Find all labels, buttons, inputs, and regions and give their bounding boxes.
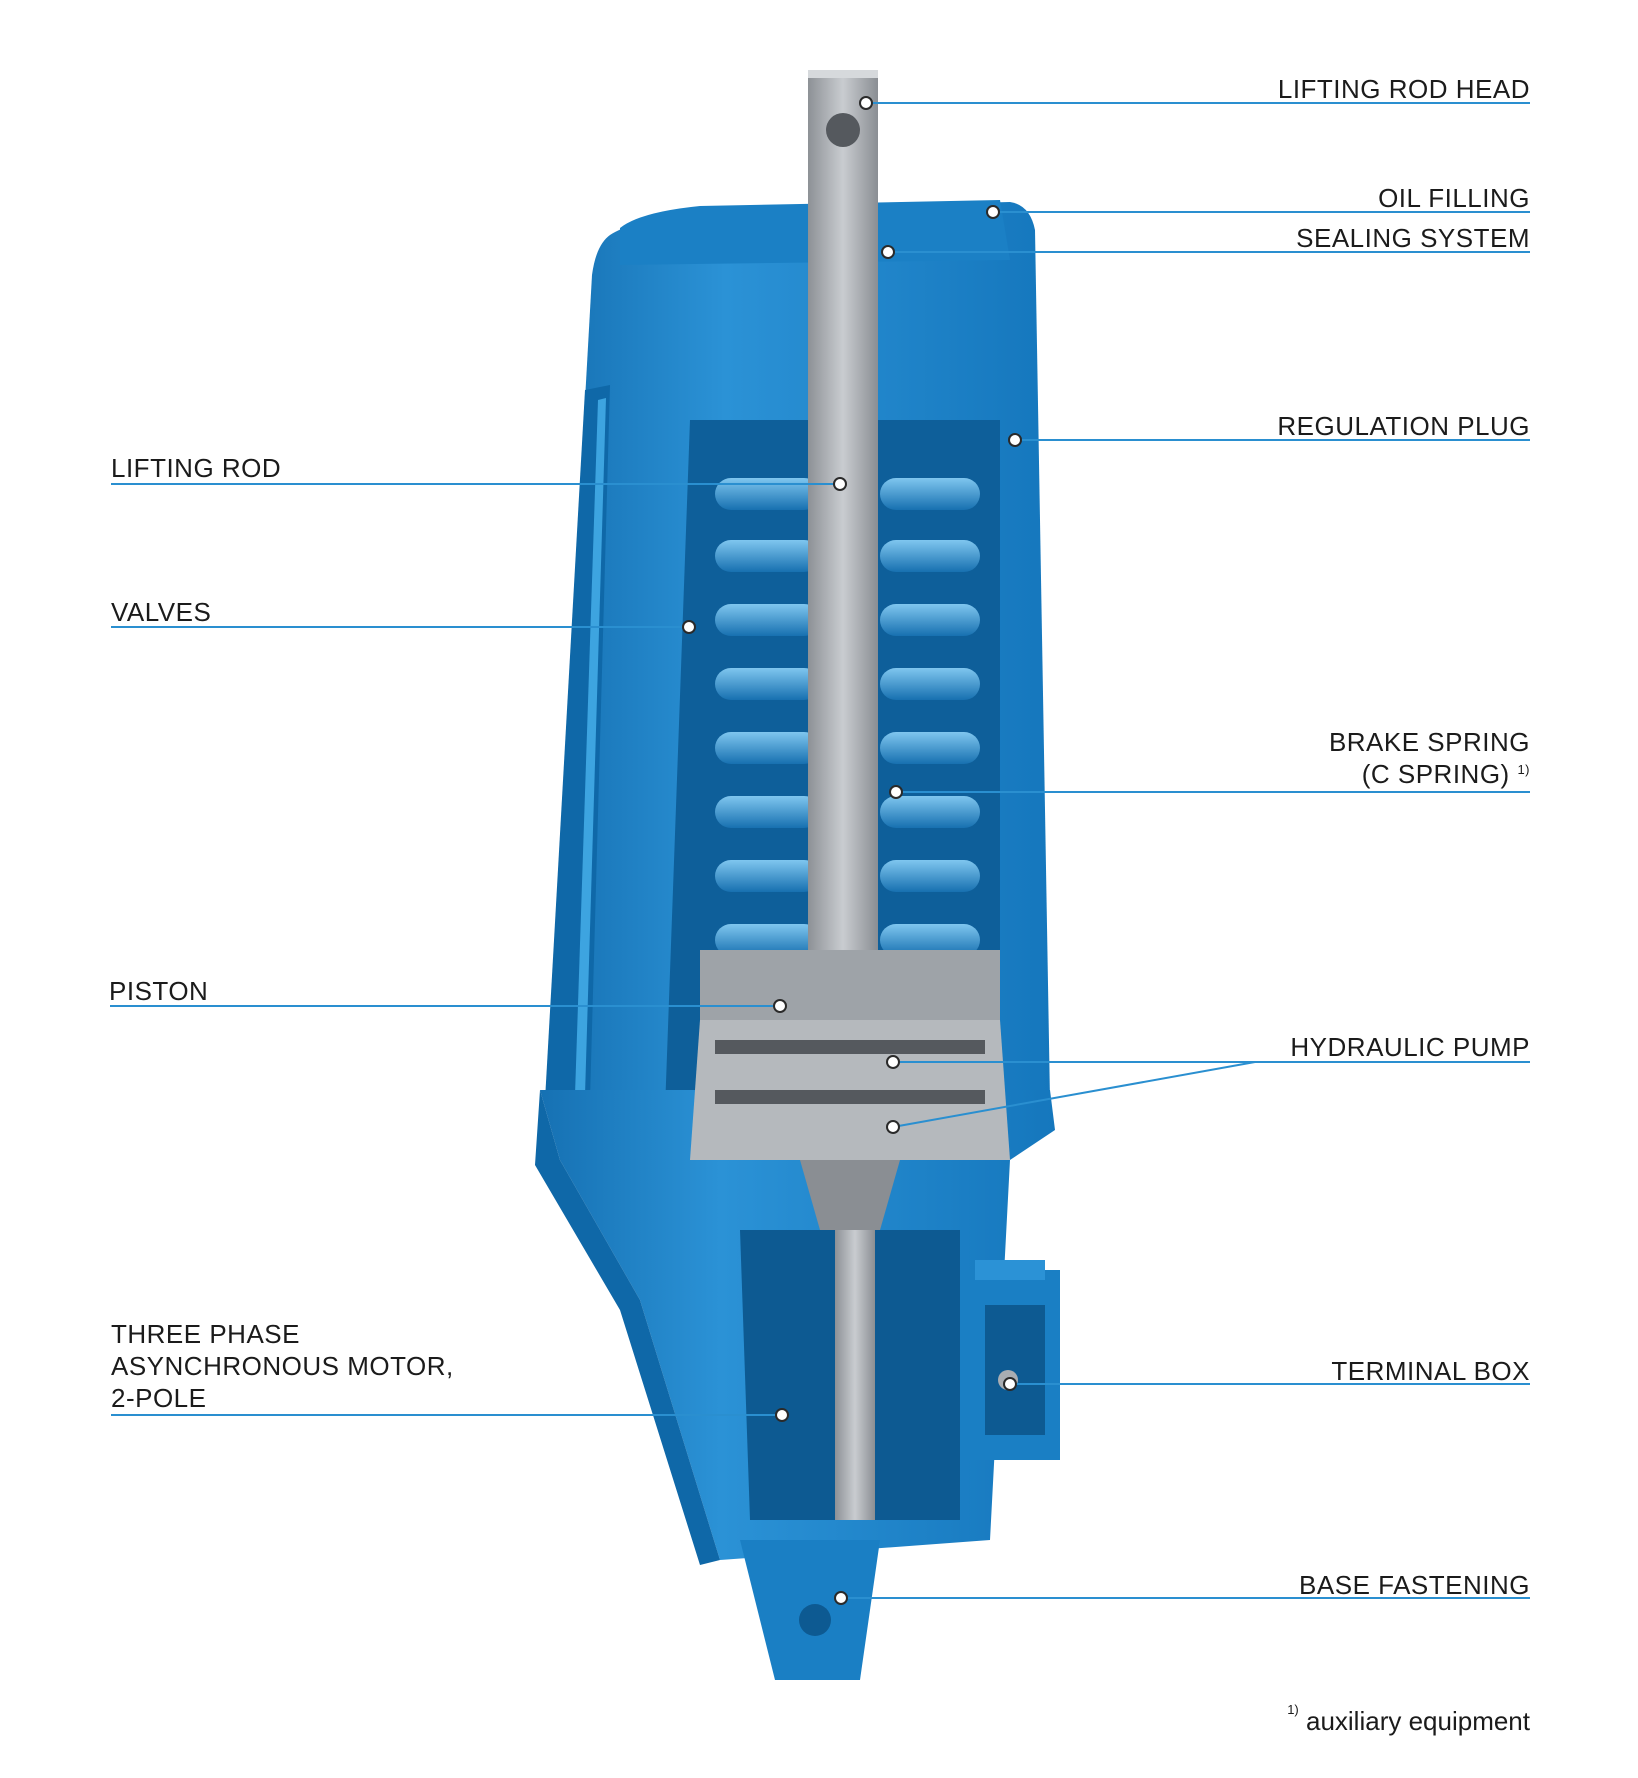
label-lifting-rod: LIFTING ROD — [111, 453, 282, 483]
label-sealing-system: SEALING SYSTEM — [1296, 223, 1530, 253]
label-terminal-box: TERMINAL BOX — [1331, 1356, 1530, 1386]
footnote-text: auxiliary equipment — [1305, 1706, 1530, 1736]
label-regulation-plug: REGULATION PLUG — [1277, 411, 1530, 441]
label-piston: PISTON — [109, 976, 209, 1006]
terminal-box — [960, 1260, 1060, 1460]
footnote: 1) auxiliary equipment — [1287, 1702, 1530, 1737]
label-brake-spring: BRAKE SPRING (C SPRING) 1) — [1329, 726, 1530, 790]
label-oil-filling: OIL FILLING — [1378, 183, 1530, 213]
label-base-fastening: BASE FASTENING — [1299, 1570, 1530, 1600]
callout-dots — [682, 96, 1022, 1605]
label-hydraulic-pump: HYDRAULIC PUMP — [1290, 1032, 1530, 1062]
leader-lines — [110, 102, 1530, 1599]
label-valves: VALVES — [111, 597, 212, 627]
label-motor-line3: 2-POLE — [111, 1383, 207, 1413]
footnote-marker: 1) — [1287, 1702, 1299, 1717]
piston-pump-assembly — [690, 950, 1010, 1230]
label-motor: THREE PHASE ASYNCHRONOUS MOTOR, 2-POLE — [111, 1318, 454, 1414]
label-brake-spring-line1: BRAKE SPRING — [1328, 727, 1530, 757]
label-motor-line1: THREE PHASE — [111, 1319, 300, 1349]
brake-spring — [715, 478, 980, 956]
label-motor-line2: ASYNCHRONOUS MOTOR, — [111, 1351, 454, 1381]
label-brake-spring-line2: (C SPRING) 1) — [1361, 759, 1530, 789]
label-lifting-rod-head: LIFTING ROD HEAD — [1277, 74, 1530, 104]
